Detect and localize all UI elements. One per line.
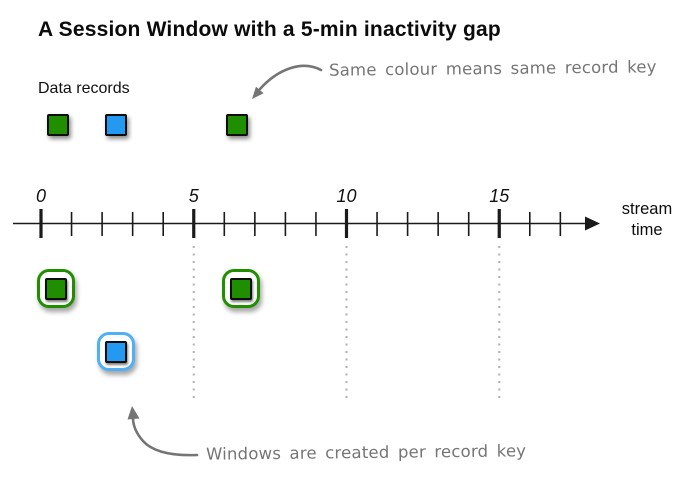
annotation-arrow-bottom [127, 406, 199, 457]
annotation-same-colour: Same colour means same record key [328, 57, 657, 80]
green-record-square [45, 277, 68, 300]
green-record-square [225, 114, 248, 136]
stream-time-line1: stream [621, 200, 673, 218]
tick-label: 0 [36, 186, 46, 206]
annotation-windows-created: Windows are created per record key [205, 441, 527, 464]
tick-label: 15 [489, 186, 510, 206]
curved-arrow-shaft [131, 416, 199, 457]
blue-record-square [104, 114, 127, 136]
green-session-window [37, 269, 76, 308]
green-record-square [230, 277, 253, 300]
curved-arrow-shaft [258, 64, 323, 91]
arrowhead-icon [252, 86, 264, 99]
green-record-square [46, 114, 69, 136]
data-records-label: Data records [38, 80, 130, 97]
page-title: A Session Window with a 5-min inactivity… [38, 18, 501, 41]
green-session-window [222, 269, 261, 308]
axis-arrowhead-icon [585, 216, 600, 231]
stream-time-line2: time [631, 221, 663, 240]
axis-ticks: 0 5 10 15 [13, 186, 600, 238]
arrowhead-icon [127, 406, 140, 420]
blue-record-square [105, 340, 128, 363]
tick-label: 10 [336, 186, 356, 206]
annotation-arrow-top [252, 64, 323, 99]
blue-session-window [97, 332, 136, 371]
tick-label: 5 [189, 186, 200, 206]
stream-time-label: stream time [608, 199, 686, 241]
